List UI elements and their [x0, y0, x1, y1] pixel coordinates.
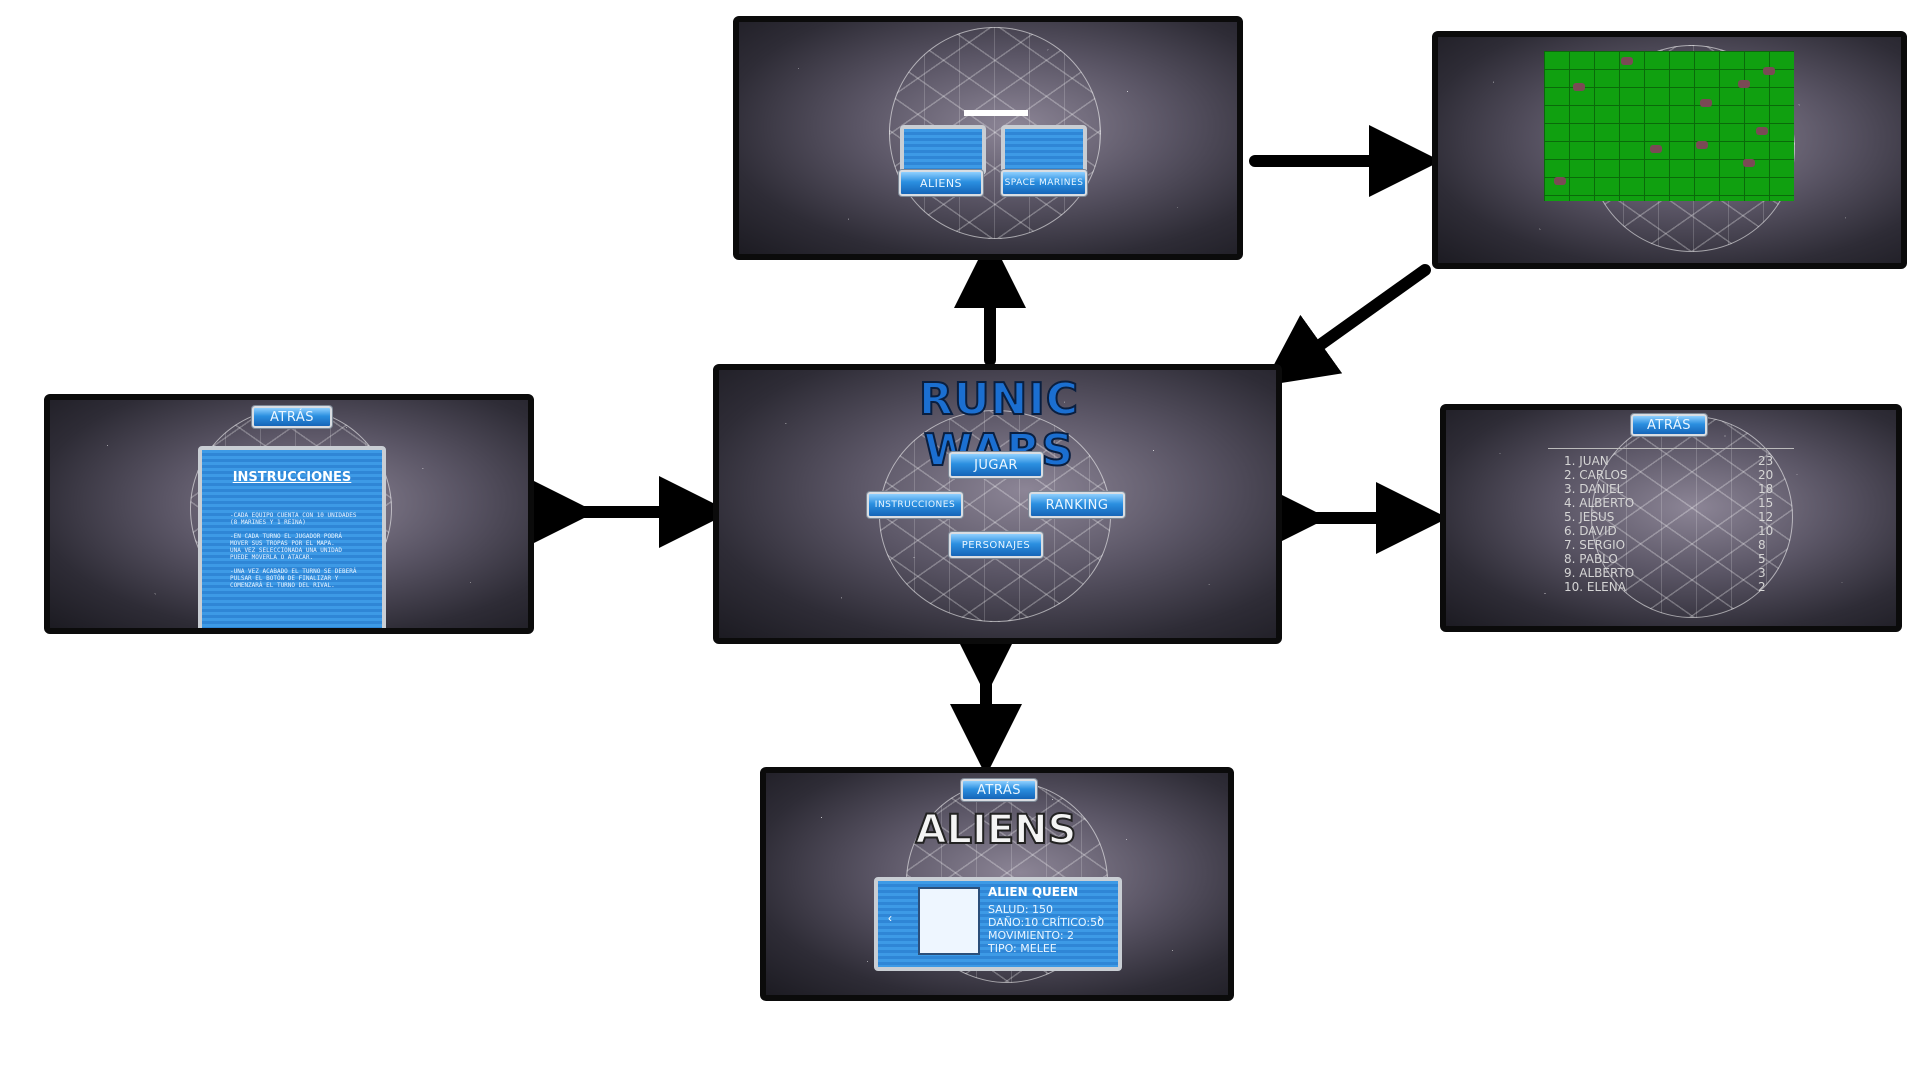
ranking-divider	[1548, 448, 1794, 449]
character-portrait	[918, 887, 980, 955]
character-name: ALIEN QUEEN	[988, 885, 1079, 899]
aliens-card[interactable]	[900, 125, 986, 175]
ranking-name: 5. JESUS	[1564, 510, 1615, 524]
instrucciones-button[interactable]: INSTRUCCIONES	[867, 492, 963, 518]
unit-icon[interactable]	[1650, 145, 1662, 153]
ranking-score: 3	[1758, 566, 1766, 580]
screen-game-board	[1432, 31, 1907, 269]
ranking-score: 20	[1758, 468, 1774, 482]
ranking-score: 5	[1758, 552, 1766, 566]
game-board-grid[interactable]	[1544, 51, 1794, 201]
screen-characters: ATRÁS ALIENS ‹ › ALIEN QUEEN SALUD: 150 …	[760, 767, 1234, 1001]
unit-icon[interactable]	[1696, 141, 1708, 149]
ranking-score: 15	[1758, 496, 1774, 510]
marines-card[interactable]	[1001, 125, 1087, 175]
unit-icon[interactable]	[1700, 99, 1712, 107]
unit-icon[interactable]	[1554, 177, 1566, 185]
screen-main-menu: RUNIC WARS JUGAR INSTRUCCIONES RANKING P…	[713, 364, 1282, 644]
ranking-name: 2. CARLOS	[1564, 468, 1628, 482]
ranking-name: 10. ELENA	[1564, 580, 1626, 594]
screen-instructions: ATRÁS INSTRUCCIONES -CADA EQUIPO CUENTA …	[44, 394, 534, 634]
space-marines-option[interactable]: SPACE MARINES	[1001, 170, 1087, 196]
ranking-score: 23	[1758, 454, 1774, 468]
unit-icon[interactable]	[1573, 83, 1585, 91]
instructions-panel	[198, 446, 386, 628]
ranking-name: 3. DANIEL	[1564, 482, 1624, 496]
atras-button[interactable]: ATRÁS	[961, 779, 1037, 801]
screen-team-select: ALIENS SPACE MARINES	[733, 16, 1243, 260]
ranking-score: 12	[1758, 510, 1774, 524]
next-arrow-icon[interactable]: ›	[1098, 911, 1102, 925]
aliens-option[interactable]: ALIENS	[899, 170, 983, 196]
prev-arrow-icon[interactable]: ‹	[888, 911, 892, 925]
ranking-name: 6. DAVID	[1564, 524, 1617, 538]
ranking-name: 9. ALBERTO	[1564, 566, 1635, 580]
screen-ranking: ATRÁS 1. JUAN 23 2. CARLOS 20 3. DANIEL 18 4. …	[1440, 404, 1902, 632]
arrow-board-to-main	[1262, 264, 1431, 386]
ranking-score: 2	[1758, 580, 1766, 594]
stat-salud: SALUD: 150	[988, 903, 1054, 916]
game-title: RUNIC WARS	[918, 373, 1080, 477]
jugar-button[interactable]: JUGAR	[949, 452, 1043, 478]
stat-tipo: TIPO: MELEE	[988, 942, 1057, 955]
unit-icon[interactable]	[1756, 127, 1768, 135]
stat-movimiento: MOVIMIENTO: 2	[988, 929, 1075, 942]
instructions-title: INSTRUCCIONES	[232, 470, 352, 485]
ranking-button[interactable]: RANKING	[1029, 492, 1125, 518]
ranking-score: 8	[1758, 538, 1766, 552]
unit-icon[interactable]	[1621, 57, 1633, 65]
ranking-name: 1. JUAN	[1564, 454, 1609, 468]
ranking-name: 8. PABLO	[1564, 552, 1618, 566]
characters-title: ALIENS	[915, 806, 1078, 854]
unit-icon[interactable]	[1738, 80, 1750, 88]
instructions-text: -CADA EQUIPO CUENTA CON 10 UNIDADES (8 M…	[230, 512, 357, 589]
ranking-name: 4. ALBERTO	[1564, 496, 1635, 510]
atras-button[interactable]: ATRÁS	[1631, 414, 1707, 436]
atras-button[interactable]: ATRÁS	[252, 406, 332, 428]
ranking-name: 7. SERGIO	[1564, 538, 1626, 552]
ranking-score: 18	[1758, 482, 1774, 496]
unit-icon[interactable]	[1763, 67, 1775, 75]
ranking-score: 10	[1758, 524, 1774, 538]
stat-dano: DAÑO:10 CRÍTICO:50	[988, 916, 1105, 929]
title-bar	[964, 110, 1028, 116]
unit-icon[interactable]	[1743, 159, 1755, 167]
personajes-button[interactable]: PERSONAJES	[949, 532, 1043, 558]
character-card	[874, 877, 1122, 971]
